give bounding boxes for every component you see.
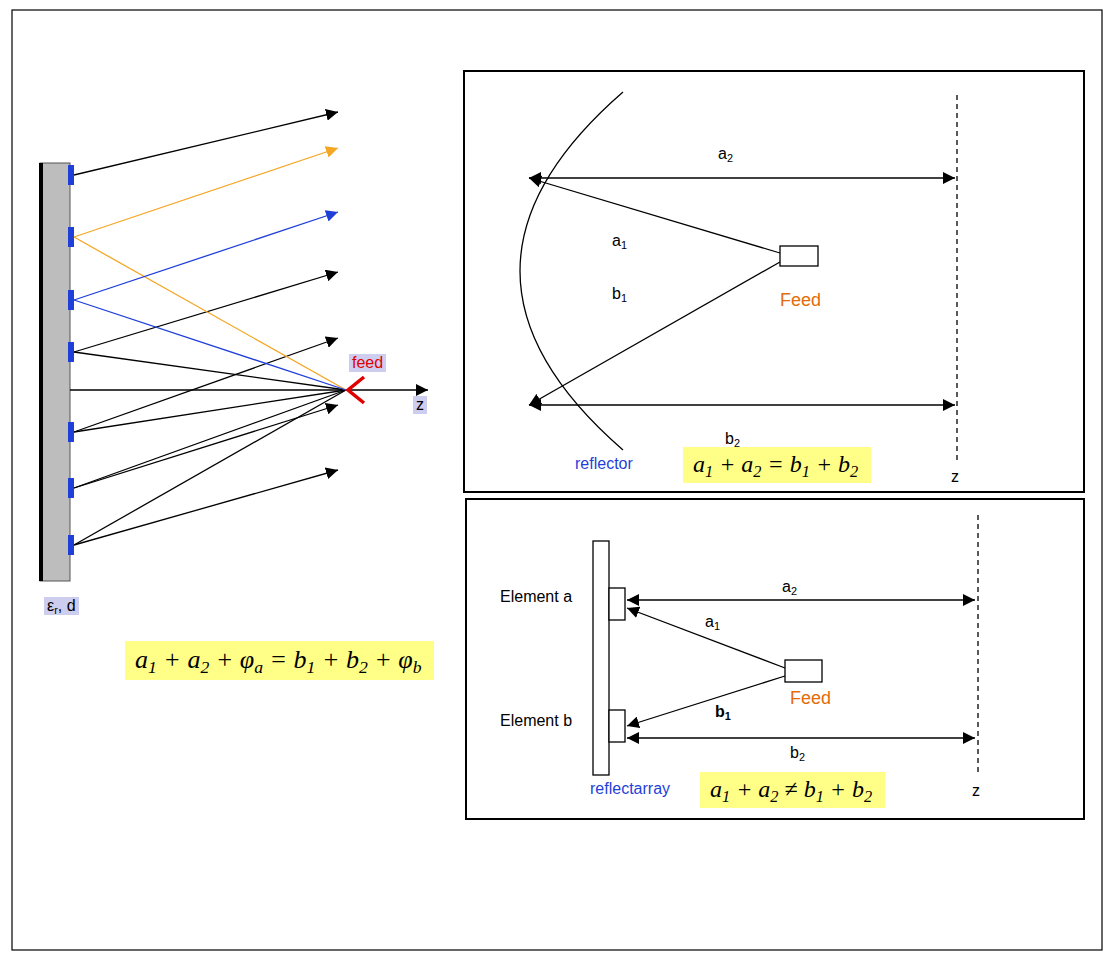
- equation: a1 + a2 + φa = b1 + b2 + φb: [125, 641, 434, 680]
- equation: a1 + a2 ≠ b1 + b2: [700, 772, 885, 808]
- equation: a1 + a2 = b1 + b2: [683, 447, 871, 483]
- equation-text: a1 + a2 ≠ b1 + b2: [710, 776, 872, 802]
- figure-label: reflector: [575, 455, 633, 473]
- reflectarray-schematic: [593, 515, 978, 775]
- figure-label: a1: [612, 232, 627, 250]
- reflectarray-illustration: [40, 112, 428, 581]
- figure-label: b2: [790, 744, 805, 762]
- axis-label: z: [413, 396, 427, 414]
- figure-label: reflectarray: [590, 780, 670, 798]
- reflector-illustration: [520, 92, 957, 462]
- material-label: εr, d: [44, 597, 79, 615]
- figure-label: a2: [718, 145, 733, 163]
- feed-label: feed: [349, 354, 386, 372]
- figure-label: b1: [715, 703, 731, 721]
- figure-label: Element b: [500, 712, 572, 730]
- figure-label: z: [972, 782, 980, 800]
- figure-panel: Element a a2 a1FeedElement b b1 b2 reflectarr…: [465, 498, 1085, 820]
- equation-text: a1 + a2 + φa = b1 + b2 + φb: [135, 645, 422, 674]
- figure-label: Element a: [500, 588, 572, 606]
- figure-label: a1: [705, 613, 720, 631]
- figure-panel: a2 a1Feed b1 b2 reflector z a1 + a2 = b1 + b2: [463, 70, 1085, 493]
- equation-text: a1 + a2 = b1 + b2: [693, 451, 858, 477]
- figure-label: z: [951, 468, 959, 486]
- figure-label: b2: [725, 430, 740, 448]
- figure-label: Feed: [780, 290, 821, 311]
- figure-label: Feed: [790, 688, 831, 709]
- figure-label: a2: [782, 578, 797, 596]
- frame: [12, 10, 1102, 950]
- figure-label: b1: [612, 285, 627, 303]
